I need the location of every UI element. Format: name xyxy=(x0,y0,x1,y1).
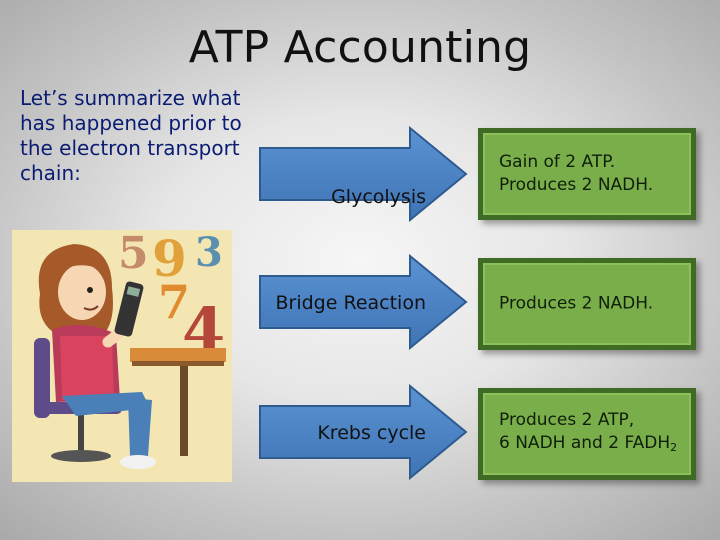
process-label: Krebs cycle xyxy=(317,422,426,444)
intro-text: Let’s summarize what has happened prior … xyxy=(20,86,242,185)
process-arrow-krebs-cycle: Krebs cycle xyxy=(258,384,470,480)
clipart-digit-7: 7 xyxy=(158,275,190,329)
right-arrow-icon xyxy=(259,126,468,222)
fadh2-subscript: 2 xyxy=(670,441,678,454)
result-line: Produces 2 NADH. xyxy=(499,293,654,314)
result-line: Produces 2 ATP, xyxy=(499,410,635,430)
right-arrow-icon xyxy=(259,384,468,480)
student-with-calculator-icon: 5 9 3 7 4 xyxy=(34,228,226,469)
clipart-digit-5: 5 xyxy=(118,230,149,279)
process-arrow-glycolysis: Glycolysis xyxy=(258,126,470,222)
student-clipart: 5 9 3 7 4 xyxy=(12,228,232,482)
result-text: Produces 2 NADH. xyxy=(499,293,685,316)
slide-title: ATP Accounting xyxy=(188,22,532,73)
process-label: Glycolysis xyxy=(331,186,426,208)
clipart-digit-9: 9 xyxy=(152,230,187,288)
result-line: Gain of 2 ATP. xyxy=(499,152,616,172)
result-box-krebs-cycle: Produces 2 ATP, 6 NADH and 2 FADH2 xyxy=(478,388,696,480)
right-arrow-icon xyxy=(259,254,468,350)
clipart-digit-3: 3 xyxy=(195,230,223,276)
result-text: Produces 2 ATP, 6 NADH and 2 FADH2 xyxy=(499,409,685,459)
result-line-main: 6 NADH and 2 FADH xyxy=(499,433,671,453)
result-box-glycolysis: Gain of 2 ATP. Produces 2 NADH. xyxy=(478,128,696,220)
result-box-bridge-reaction: Produces 2 NADH. xyxy=(478,258,696,350)
result-text: Gain of 2 ATP. Produces 2 NADH. xyxy=(499,151,685,197)
process-label: Bridge Reaction xyxy=(275,292,427,314)
result-line: 6 NADH and 2 FADH2 xyxy=(499,432,685,459)
process-arrow-bridge-reaction: Bridge Reaction xyxy=(258,254,470,350)
result-line: Produces 2 NADH. xyxy=(499,175,654,195)
